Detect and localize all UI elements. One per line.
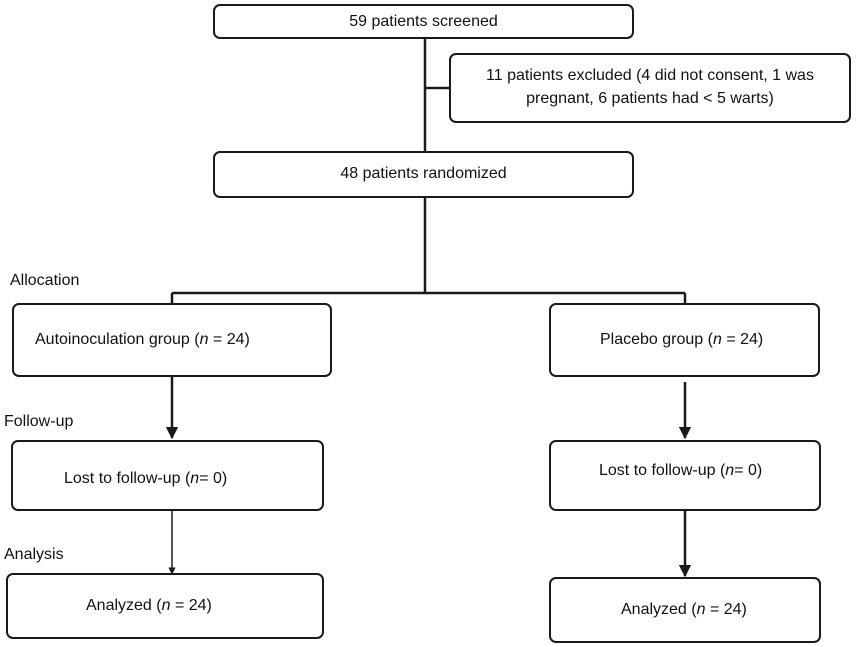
placebo-lost-box: Lost to follow-up (n= 0) <box>549 440 821 511</box>
autoinoculation-analyzed-text: Analyzed (n = 24) <box>86 597 212 614</box>
excluded-text-line1: 11 patients excluded (4 did not consent,… <box>486 67 814 84</box>
excluded-box: 11 patients excluded (4 did not consent,… <box>449 53 851 123</box>
screened-text: 59 patients screened <box>349 13 498 30</box>
autoinoculation-analyzed-box: Analyzed (n = 24) <box>6 573 324 639</box>
autoinoculation-lost-box: Lost to follow-up (n= 0) <box>11 440 324 511</box>
stage-label-analysis: Analysis <box>4 546 64 563</box>
placebo-analyzed-box: Analyzed (n = 24) <box>549 577 821 643</box>
excluded-text-line2: pregnant, 6 patients had < 5 warts) <box>526 90 774 107</box>
randomized-text: 48 patients randomized <box>340 165 507 182</box>
placebo-lost-text: Lost to follow-up (n= 0) <box>599 462 763 479</box>
placebo-group-box: Placebo group (n = 24) <box>549 303 820 377</box>
autoinoculation-group-text: Autoinoculation group (n = 24) <box>35 331 250 348</box>
autoinoculation-group-box: Autoinoculation group (n = 24) <box>12 303 332 377</box>
stage-label-follow-up: Follow-up <box>4 413 74 430</box>
autoinoculation-lost-text: Lost to follow-up (n= 0) <box>64 470 228 487</box>
stage-label-allocation: Allocation <box>10 272 80 289</box>
placebo-analyzed-text: Analyzed (n = 24) <box>621 601 747 618</box>
placebo-group-text: Placebo group (n = 24) <box>600 331 764 348</box>
screened-box: 59 patients screened <box>213 4 634 39</box>
randomized-box: 48 patients randomized <box>213 151 634 198</box>
